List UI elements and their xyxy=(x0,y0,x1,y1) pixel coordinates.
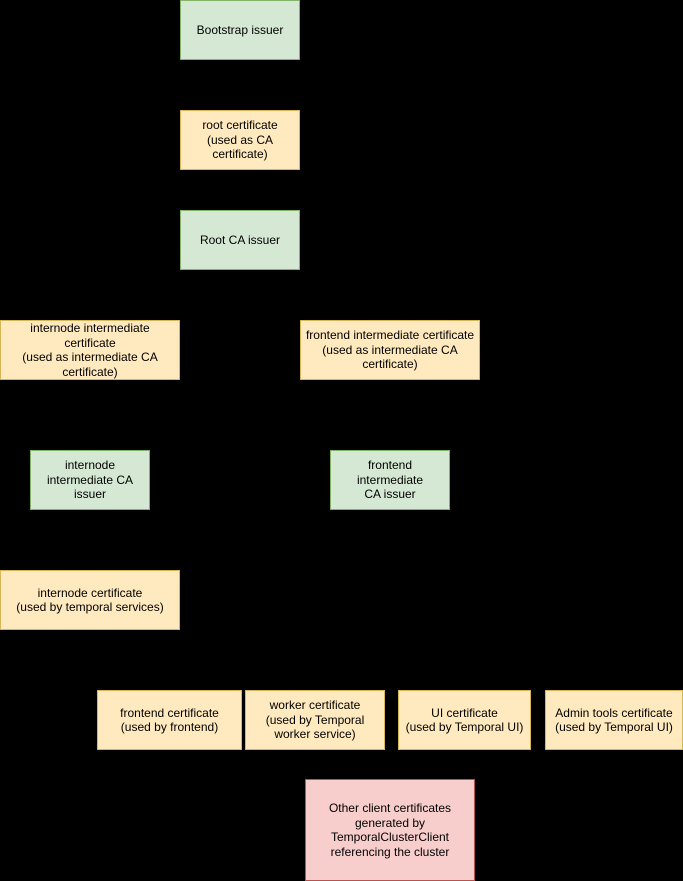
node-ui-certificate[interactable]: UI certificate (used by Temporal UI) xyxy=(398,690,531,750)
edge-frontend-intermediate-ca-issuer-to-ui-certificate xyxy=(389,510,467,690)
node-internode-intermediate-certificate[interactable]: internode intermediate certificate (used… xyxy=(0,320,180,380)
node-label: frontend intermediate certificate (used … xyxy=(305,328,475,372)
edge-root-ca-issuer-to-internode-intermediate-certificate xyxy=(87,270,241,320)
node-label: root certificate (used as CA certificate… xyxy=(202,118,278,162)
node-internode-intermediate-ca-issuer[interactable]: internode intermediate CA issuer xyxy=(30,450,150,510)
node-label: internode intermediate certificate (used… xyxy=(22,321,158,379)
node-internode-certificate[interactable]: internode certificate (used by temporal … xyxy=(0,570,180,630)
node-label: UI certificate (used by Temporal UI) xyxy=(405,705,524,735)
node-frontend-intermediate-ca-issuer[interactable]: frontend intermediate CA issuer xyxy=(330,450,450,510)
edge-frontend-intermediate-ca-issuer-to-admin-tools-certificate xyxy=(389,510,617,690)
node-root-ca-issuer[interactable]: Root CA issuer xyxy=(180,210,300,270)
node-label: Admin tools certificate (used by Tempora… xyxy=(555,705,673,735)
edge-frontend-intermediate-ca-issuer-to-worker-certificate xyxy=(312,510,391,690)
node-label: internode certificate (used by temporal … xyxy=(16,585,164,615)
node-admin-tools-certificate[interactable]: Admin tools certificate (used by Tempora… xyxy=(545,690,683,750)
node-frontend-intermediate-certificate[interactable]: frontend intermediate certificate (used … xyxy=(300,320,480,380)
node-label: Other client certificates generated by T… xyxy=(328,801,452,859)
node-label: Root CA issuer xyxy=(199,232,281,247)
node-frontend-certificate[interactable]: frontend certificate (used by frontend) xyxy=(97,690,242,750)
node-bootstrap-issuer[interactable]: Bootstrap issuer xyxy=(180,0,300,60)
node-label: Bootstrap issuer xyxy=(196,22,284,37)
edge-frontend-intermediate-ca-issuer-to-frontend-certificate xyxy=(166,510,391,690)
node-label: frontend certificate (used by frontend) xyxy=(120,705,219,735)
node-worker-certificate[interactable]: worker certificate (used by Temporal wor… xyxy=(245,690,385,750)
node-root-certificate[interactable]: root certificate (used as CA certificate… xyxy=(180,110,300,170)
node-label: internode intermediate CA issuer xyxy=(46,458,134,502)
node-label: worker certificate (used by Temporal wor… xyxy=(265,698,365,742)
edge-root-ca-issuer-to-frontend-intermediate-certificate xyxy=(239,270,393,320)
node-label: frontend intermediate CA issuer xyxy=(356,458,424,502)
node-other-client-certificates[interactable]: Other client certificates generated by T… xyxy=(305,779,475,881)
